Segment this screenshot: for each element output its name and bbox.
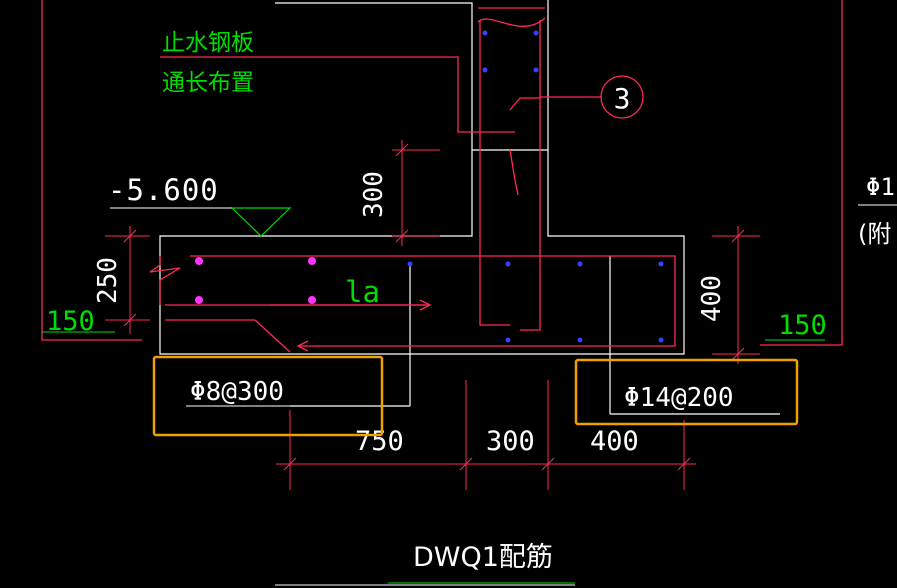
rebar-dot bbox=[308, 296, 316, 304]
note-continuous: 通长布置 bbox=[162, 70, 254, 96]
rebar-dot bbox=[577, 261, 583, 267]
elevation-triangle bbox=[230, 207, 292, 237]
rebar-dots bbox=[195, 30, 664, 343]
callout-number: 3 bbox=[614, 82, 631, 115]
rebar-dot bbox=[533, 67, 539, 73]
dim-300-bottom: 300 bbox=[486, 426, 535, 457]
rebar-dot bbox=[658, 261, 664, 267]
note-waterstop: 止水钢板 bbox=[162, 30, 254, 56]
dim-400-bottom: 400 bbox=[590, 426, 639, 457]
dim-150-left: 150 bbox=[46, 306, 95, 337]
rebar-dot bbox=[577, 337, 583, 343]
dim-750: 750 bbox=[355, 426, 404, 457]
rebar-dot bbox=[195, 296, 203, 304]
rebar-lines bbox=[41, 0, 843, 353]
concrete-outline bbox=[159, 0, 780, 415]
highlight-box-right bbox=[574, 358, 799, 426]
dim-150-right: 150 bbox=[778, 310, 827, 341]
anchorage-label: la bbox=[345, 275, 380, 309]
dim-400-vertical: 400 bbox=[697, 275, 727, 322]
rebar-dot bbox=[505, 261, 511, 267]
highlight-box-left bbox=[152, 355, 384, 437]
rebar-dot bbox=[407, 261, 413, 267]
drawing-title: DWQ1配筋 bbox=[413, 542, 553, 573]
partial-note-text: (附 bbox=[858, 220, 891, 248]
rebar-label-right: Φ14@200 bbox=[624, 383, 734, 413]
rebar-dot bbox=[195, 257, 203, 265]
dim-300-vertical: 300 bbox=[359, 171, 389, 218]
callout-circle bbox=[600, 75, 644, 119]
rebar-dot bbox=[308, 257, 316, 265]
rebar-dot bbox=[658, 337, 664, 343]
dim-250: 250 bbox=[93, 257, 123, 304]
partial-rebar-text: Φ1 bbox=[866, 173, 895, 201]
elevation-label: -5.600 bbox=[108, 173, 219, 207]
rebar-dot bbox=[482, 30, 488, 36]
rebar-dot bbox=[505, 337, 511, 343]
rebar-dot bbox=[533, 30, 539, 36]
rebar-dot bbox=[482, 67, 488, 73]
rebar-label-left: Φ8@300 bbox=[190, 377, 284, 407]
